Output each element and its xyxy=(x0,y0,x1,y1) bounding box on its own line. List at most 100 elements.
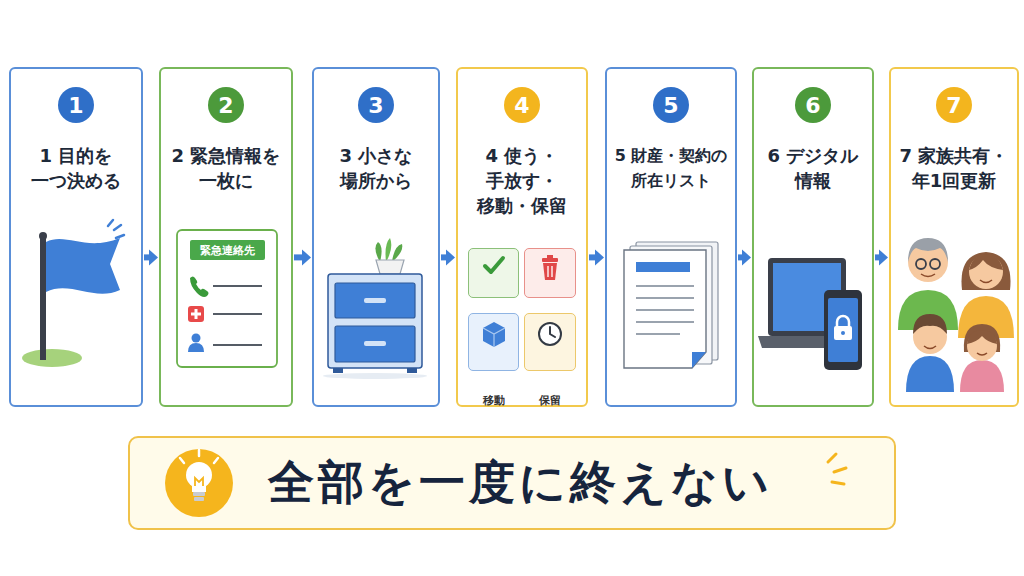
contact-rows xyxy=(188,277,262,353)
drawer-cabinet-part xyxy=(407,368,417,373)
family-part xyxy=(906,356,954,392)
flow-arrow xyxy=(144,249,158,265)
document-stack-part xyxy=(636,242,718,360)
node-text: 5 財産・契約の 所在リスト xyxy=(609,143,733,193)
step-box: 4 使う・ 手放す・ 移動・保留4使う手放す移動保留 xyxy=(456,67,588,407)
text-wrap: 3 小さな 場所から xyxy=(316,143,436,193)
devices-part xyxy=(837,316,849,327)
arrow-shaft xyxy=(875,254,880,260)
family-part xyxy=(967,331,997,361)
goal-flag-part xyxy=(39,232,47,240)
node-text: 2 緊急情報を 一枚に xyxy=(163,143,289,193)
goal-flag-part xyxy=(40,236,46,360)
family xyxy=(898,238,1014,392)
devices-part xyxy=(834,326,852,340)
node-text: 保留 xyxy=(525,388,575,413)
lightbulb-icon-part xyxy=(193,492,205,496)
text-wrap: 6 デジタル 情報 xyxy=(756,143,870,193)
arrow-head xyxy=(879,249,888,265)
family-part xyxy=(960,360,1004,392)
arrow-shaft xyxy=(589,254,596,260)
step-number: 1 xyxy=(58,87,94,123)
key-message-banner: 全部を一度に終えない xyxy=(128,436,896,530)
text-wrap: 1 目的を 一つ決める xyxy=(13,143,139,193)
tile-icons-part xyxy=(483,328,505,347)
text-wrap: 1 xyxy=(58,87,94,123)
step-number-text: 4 xyxy=(514,93,529,118)
step-number-text: 1 xyxy=(68,93,83,118)
node-text: 6 デジタル 情報 xyxy=(756,143,870,193)
flow-arrow xyxy=(589,249,604,265)
contact-rows-part xyxy=(188,343,204,352)
number-circle-shape xyxy=(653,87,689,123)
step-number: 7 xyxy=(936,87,972,123)
contact-rows-part xyxy=(213,313,262,315)
arrow-shaft xyxy=(294,254,303,260)
step-number: 3 xyxy=(358,87,394,123)
flow-arrow xyxy=(738,249,751,265)
action-tile: 使う xyxy=(468,248,519,298)
text-wrap: 4 使う・ 手放す・ 移動・保留 xyxy=(460,143,584,218)
family-part xyxy=(969,254,1003,270)
text-wrap: 緊急連絡先 xyxy=(190,240,265,260)
document-stack xyxy=(624,242,718,368)
number-circle-shape xyxy=(208,87,244,123)
arrow-head xyxy=(446,249,455,265)
text-wrap: 全部を一度に終えない xyxy=(268,438,773,528)
step-number-text: 7 xyxy=(946,93,961,118)
step-box: 2 緊急情報を 一枚に 2 緊急連絡先 xyxy=(159,67,293,407)
contact-rows-part xyxy=(192,334,201,343)
tile-icons-part xyxy=(485,258,503,272)
family-part xyxy=(908,238,948,262)
step-box: 5 財産・契約の 所在リスト5 xyxy=(605,67,737,407)
tile-icons-part xyxy=(542,258,558,262)
document-stack-part xyxy=(636,262,690,272)
text-wrap: 7 xyxy=(936,87,972,123)
lightbulb-icon-part xyxy=(180,450,218,463)
contact-rows-part xyxy=(190,277,209,298)
lightbulb-icon-part xyxy=(186,462,212,488)
text-wrap: 4 xyxy=(504,87,540,123)
devices-part xyxy=(768,258,846,336)
devices-part xyxy=(824,290,862,370)
step-box: 3 小さな 場所から 3 xyxy=(312,67,440,407)
lightbulb-icon-part xyxy=(194,497,204,501)
arrow-head xyxy=(742,249,751,265)
arrow-head xyxy=(595,249,604,265)
document-stack-part xyxy=(692,352,706,368)
step-box: 7 家族共有・ 年1回更新7 xyxy=(889,67,1019,407)
family-part xyxy=(958,296,1014,338)
step-number-text: 6 xyxy=(805,93,820,118)
arrow-head xyxy=(149,249,158,265)
tile-icons-part xyxy=(483,322,505,347)
goal-flag-part xyxy=(46,238,120,294)
number-circle-shape xyxy=(504,87,540,123)
contact-card xyxy=(177,230,277,367)
number-circle-shape xyxy=(795,87,831,123)
document-stack-part xyxy=(636,286,694,334)
contact-rows-part xyxy=(188,306,204,322)
tile-icons-part xyxy=(550,327,555,337)
devices xyxy=(758,258,862,370)
family-part xyxy=(977,353,987,355)
step-number: 6 xyxy=(795,87,831,123)
step-number-text: 2 xyxy=(218,93,233,118)
family-part xyxy=(898,290,958,330)
arrow-shaft xyxy=(738,254,743,260)
document-stack-part xyxy=(624,250,706,368)
drawer-cabinet-part xyxy=(364,341,386,346)
node-text: 1 目的を 一つ決める xyxy=(13,143,139,193)
drawer-cabinet-part xyxy=(375,242,381,262)
family-part xyxy=(969,255,1003,289)
family-part xyxy=(913,314,947,334)
family-part xyxy=(962,252,1011,290)
drawer-cabinet-part xyxy=(335,326,415,362)
number-circle-shape xyxy=(58,87,94,123)
node-text: 移動 xyxy=(469,388,518,413)
text-wrap: 6 xyxy=(795,87,831,123)
action-tile: 移動 xyxy=(468,313,519,371)
step-number: 2 xyxy=(208,87,244,123)
drawer-cabinet-part xyxy=(333,368,343,373)
text-wrap: 2 緊急情報を 一枚に xyxy=(163,143,289,193)
